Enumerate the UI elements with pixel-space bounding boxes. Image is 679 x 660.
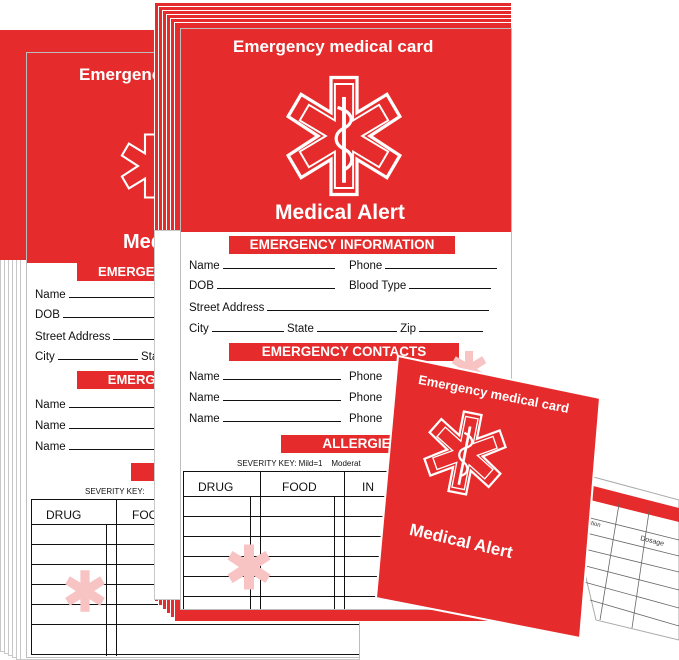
mid-state-label: State — [287, 323, 314, 335]
mid-severity-key: SEVERITY KEY: — [237, 459, 297, 468]
mid-contact-name-1: Name — [189, 371, 220, 383]
mid-contact-phone-2: Phone — [349, 392, 383, 404]
star-of-life-watermark-icon — [65, 570, 105, 612]
star-of-life-icon — [285, 75, 403, 197]
mid-name-label: Name — [189, 260, 220, 272]
mid-contact-phone-3: Phone — [349, 413, 383, 425]
mid-section-info: EMERGENCY INFORMATION — [229, 236, 455, 254]
mid-table-drug: DRUG — [198, 480, 234, 494]
mid-city-label: City — [189, 323, 209, 335]
left-contact-name-3: Name — [35, 441, 66, 453]
mid-blood-label: Blood Type — [349, 280, 407, 292]
mid-contact-name-2: Name — [189, 392, 220, 404]
mid-table-in: IN — [362, 480, 374, 494]
mid-dob-label: DOB — [189, 280, 214, 292]
mid-phone-label: Phone — [349, 260, 383, 272]
mid-severity-mild: Mild=1 — [298, 459, 323, 468]
mid-table-food: FOOD — [282, 480, 317, 494]
mid-contact-name-3: Name — [189, 413, 220, 425]
mid-card: Emergency medical card Medical Alert EME… — [180, 28, 512, 610]
left-city-label: City — [35, 351, 55, 363]
left-street-label: Street Address — [35, 331, 111, 343]
left-dob-label: DOB — [35, 309, 60, 321]
mid-street-label: Street Address — [189, 302, 265, 314]
mid-card-alert: Medical Alert — [275, 201, 405, 224]
left-contact-name-2: Name — [35, 420, 66, 432]
left-contact-name-1: Name — [35, 399, 66, 411]
left-name-label: Name — [35, 289, 66, 301]
left-table-drug: DRUG — [46, 508, 82, 522]
mid-zip-label: Zip — [400, 323, 417, 335]
star-of-life-watermark-icon — [227, 544, 271, 590]
left-severity-key: SEVERITY KEY: — [85, 487, 145, 496]
mid-card-title: Emergency medical card — [233, 37, 434, 56]
mid-severity-moderate: Moderat — [331, 459, 361, 468]
mid-allergy-table: DRUG FOOD IN — [183, 471, 511, 609]
mid-contact-phone-1: Phone — [349, 371, 383, 383]
star-of-life-icon — [423, 410, 507, 496]
